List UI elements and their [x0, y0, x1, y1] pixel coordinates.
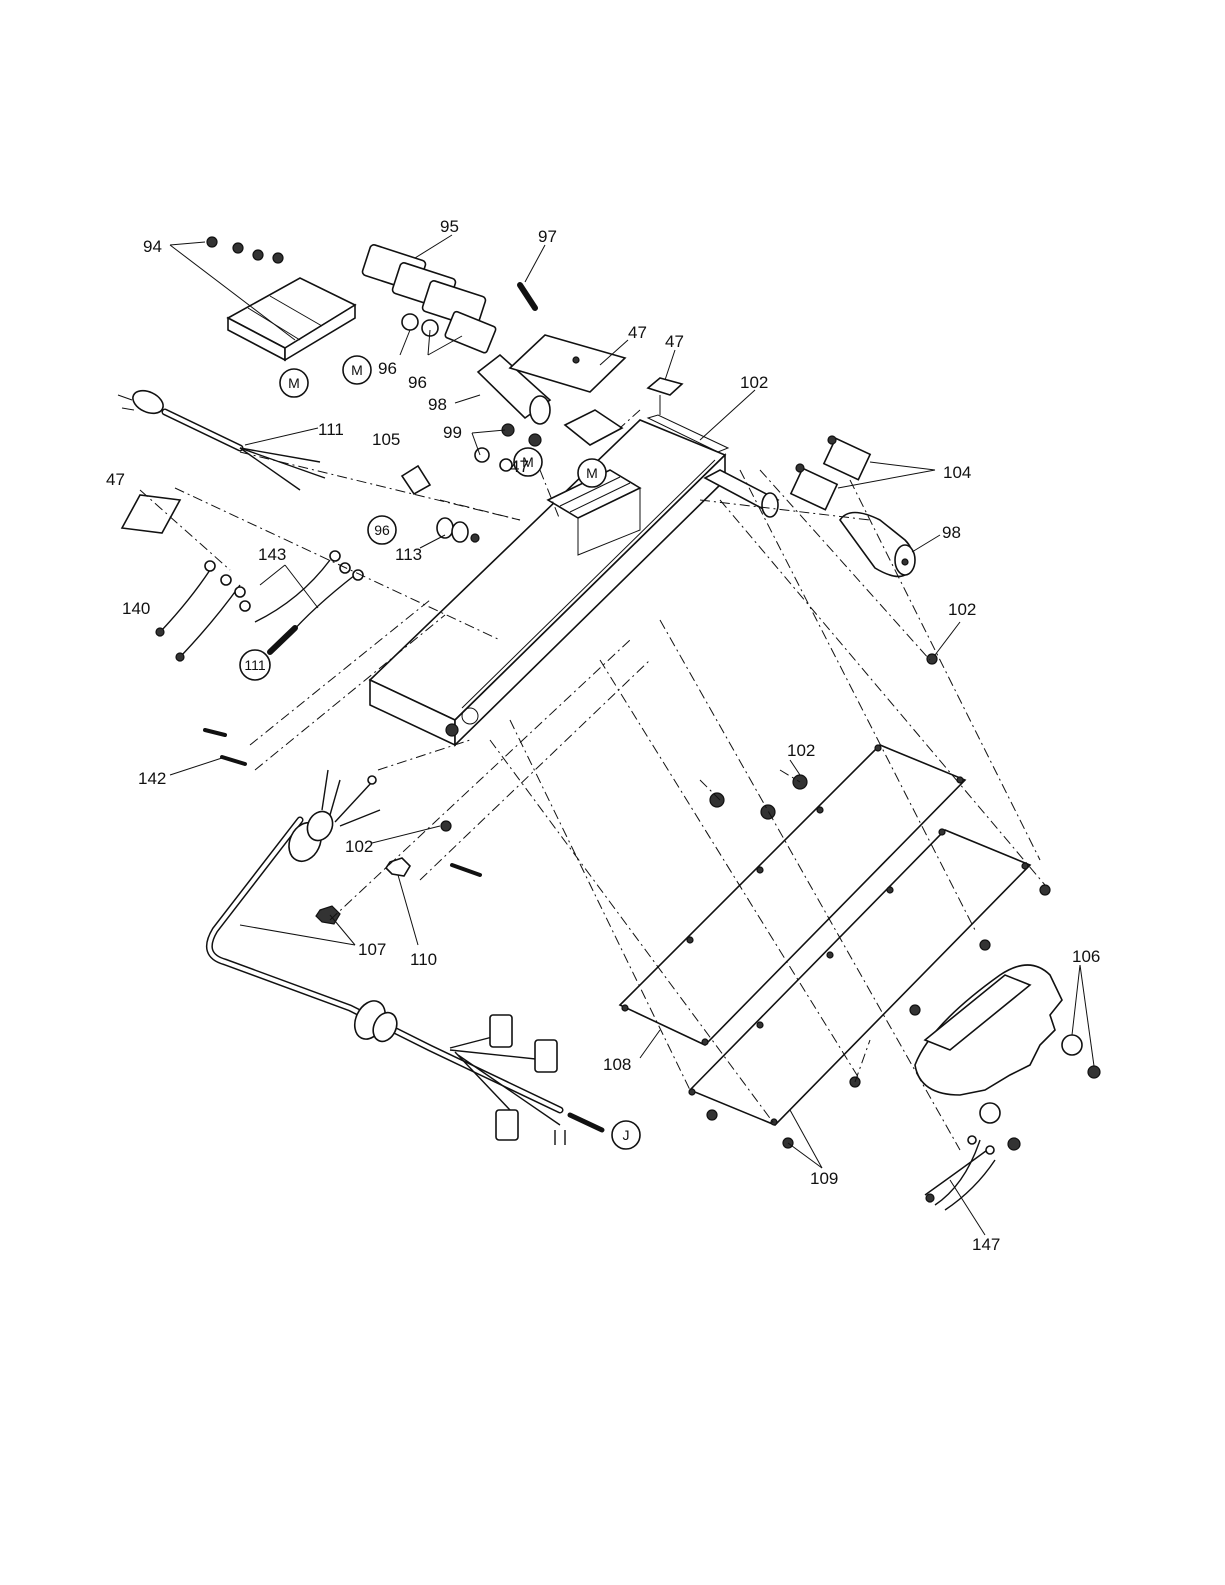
callout-94: 94	[143, 237, 162, 256]
circled-ref-111-text: 111	[244, 657, 265, 673]
callout-107: 107	[358, 940, 386, 959]
circled-ref-m1: M	[280, 369, 308, 397]
circled-ref-96-text: 96	[374, 522, 390, 538]
callout-106: 106	[1072, 947, 1100, 966]
callout-47-c: 47	[106, 470, 125, 489]
circled-ref-m4-text: M	[586, 465, 598, 481]
relays	[791, 436, 870, 510]
callout-102-a: 102	[740, 373, 768, 392]
switch-cover	[207, 237, 355, 360]
callout-95: 95	[440, 217, 459, 236]
callout-97: 97	[538, 227, 557, 246]
callout-102-b: 102	[948, 600, 976, 619]
callout-102-d: 102	[345, 837, 373, 856]
circled-ref-96: 96	[368, 516, 396, 544]
terminals-142	[205, 730, 480, 875]
callout-140: 140	[122, 599, 150, 618]
circled-ref-m2: M	[343, 356, 371, 384]
callout-105: 105	[372, 430, 400, 449]
pivot-pin	[520, 285, 535, 308]
callout-142: 142	[138, 769, 166, 788]
handle-grip	[840, 513, 915, 577]
callout-99: 99	[443, 423, 462, 442]
callout-102-c: 102	[787, 741, 815, 760]
callout-147: 147	[972, 1235, 1000, 1254]
wire-harness-143	[255, 551, 363, 652]
callout-98-a: 98	[428, 395, 447, 414]
circled-ref-m1-text: M	[288, 375, 300, 391]
callout-47-b: 47	[665, 332, 684, 351]
circled-ref-111: 111	[240, 650, 270, 680]
circled-ref-m4: M	[578, 459, 606, 487]
callout-108: 108	[603, 1055, 631, 1074]
power-cord	[118, 386, 325, 490]
lead-set-147	[925, 1136, 995, 1210]
strain-relief-bushing	[437, 518, 479, 542]
circled-ref-j: J	[612, 1121, 640, 1149]
rubber-foot	[915, 965, 1100, 1150]
circled-ref-m2-text: M	[351, 362, 363, 378]
callout-96-a: 96	[378, 359, 397, 378]
callout-47-a: 47	[628, 323, 647, 342]
cord-clamp	[402, 466, 430, 494]
output-cable	[209, 770, 602, 1145]
circled-ref-j-text: J	[623, 1127, 630, 1143]
lock-nuts	[316, 858, 410, 924]
callout-109: 109	[810, 1169, 838, 1188]
callout-104: 104	[943, 463, 971, 482]
callout-47-d: 47	[510, 457, 529, 476]
callout-143: 143	[258, 545, 286, 564]
callout-110: 110	[410, 950, 437, 969]
callout-111: 111	[318, 420, 344, 439]
callout-98-b: 98	[942, 523, 961, 542]
callout-96-b: 96	[408, 373, 427, 392]
wire-harness-140	[156, 561, 250, 661]
callout-113: 113	[395, 545, 422, 564]
chassis-housing	[370, 420, 725, 745]
